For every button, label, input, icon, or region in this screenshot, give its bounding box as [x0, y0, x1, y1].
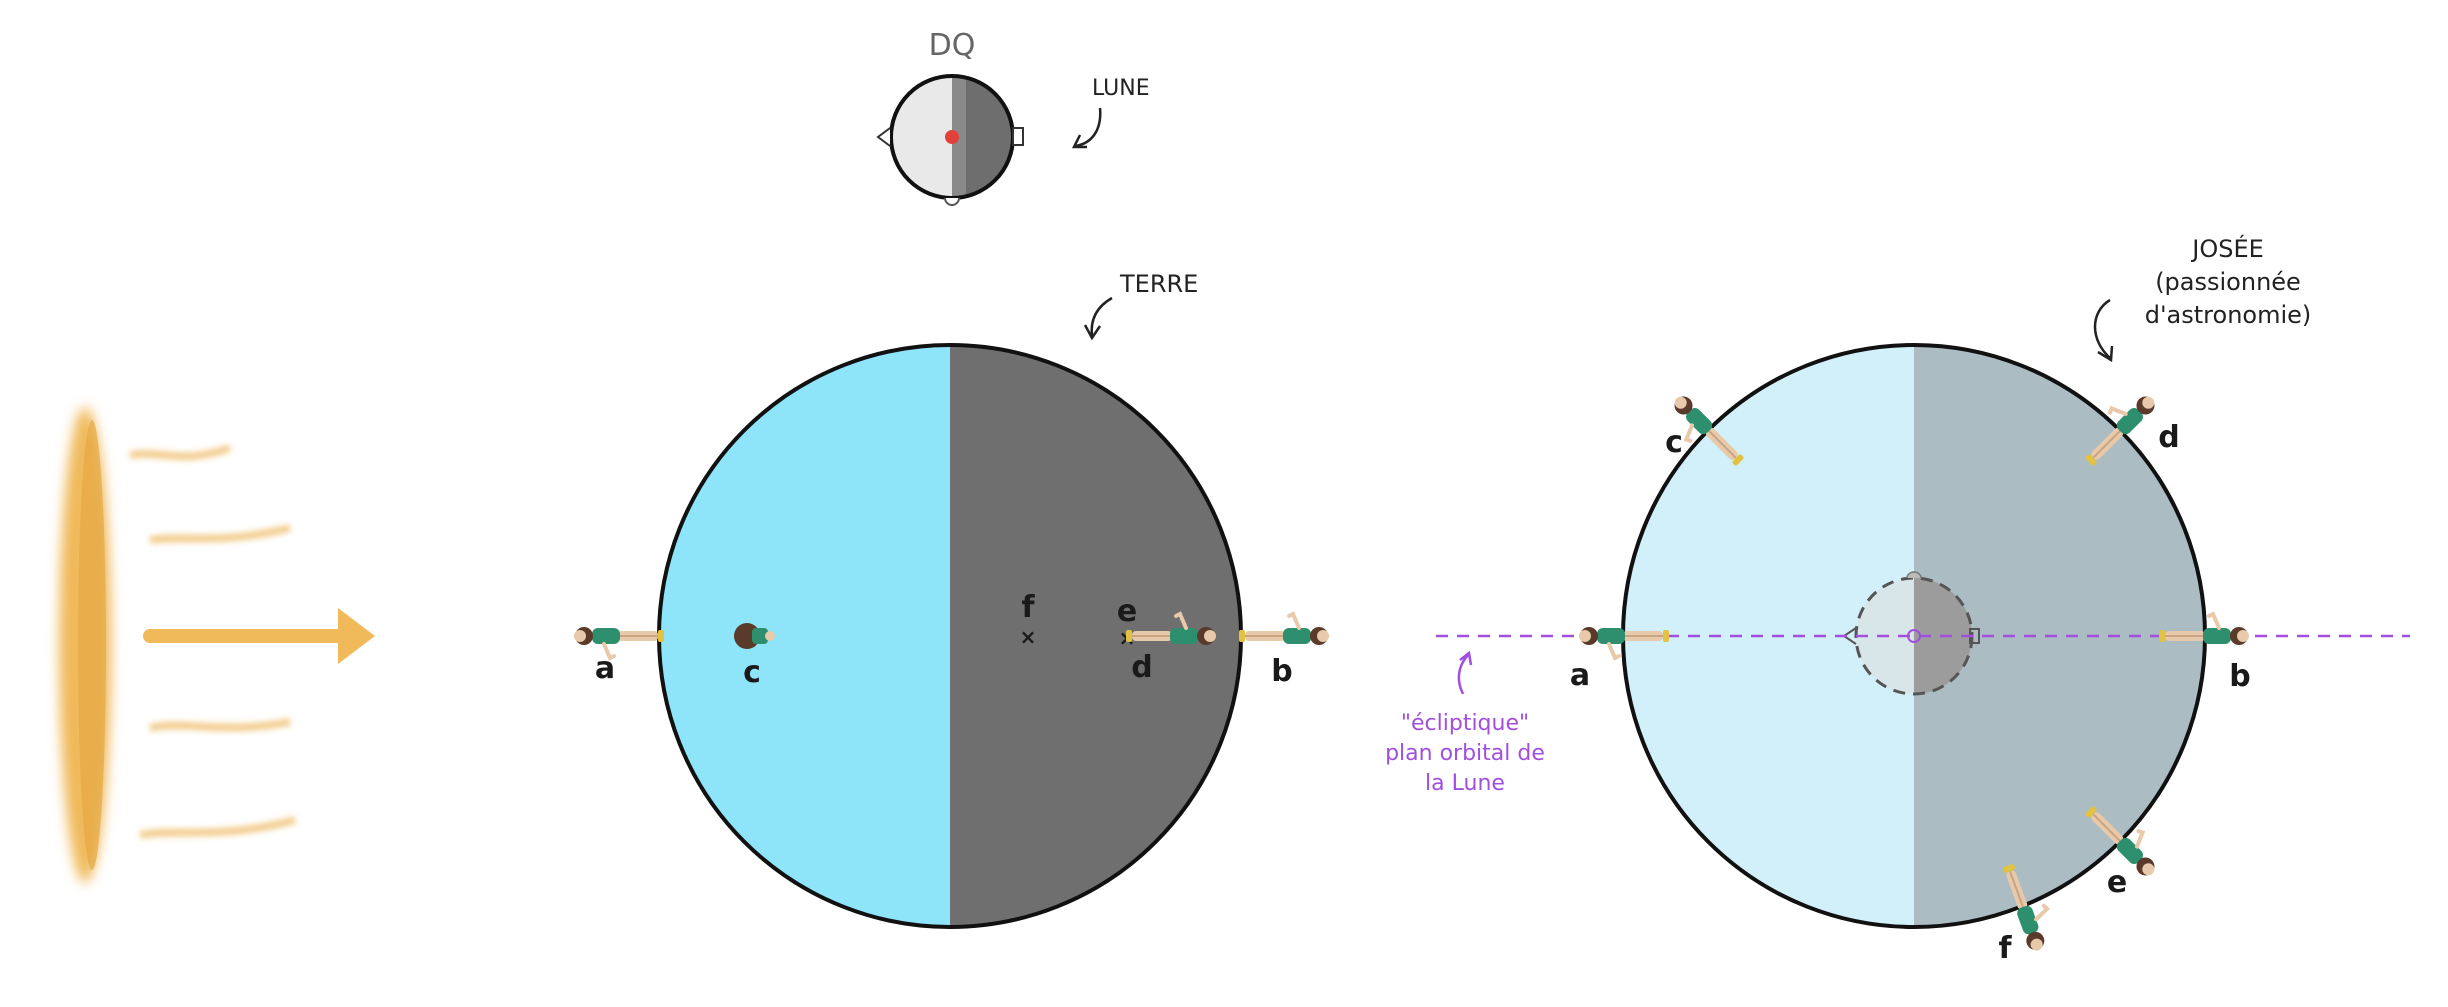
sun-ray-wave	[139, 816, 297, 839]
moon-square-marker	[1012, 127, 1024, 146]
moon-label-arrow	[1075, 107, 1102, 148]
ecliptic-label-arrow	[1457, 654, 1469, 695]
observer-label-c: c	[743, 655, 761, 690]
observer-label-f: f	[1021, 590, 1035, 625]
observer-label-b: b	[2229, 659, 2250, 694]
moon-center-dot	[945, 130, 959, 144]
observer-label-c: c	[1665, 425, 1683, 460]
observer-label-b: b	[1271, 654, 1292, 689]
observer-label-e: e	[2107, 865, 2127, 900]
observer-note-name: JOSÉE	[2190, 234, 2264, 263]
earth-panel: TERRE a c f × e × d b	[572, 270, 1331, 929]
observer-label-a: a	[1570, 658, 1590, 693]
observer-note-line1: (passionnée	[2155, 268, 2301, 296]
earth-label: TERRE	[1119, 270, 1198, 298]
observer-note-arrow	[2093, 298, 2111, 359]
moon-round-marker	[944, 197, 960, 206]
sunlight-arrow-head	[338, 608, 375, 664]
sun-ray-wave	[129, 444, 232, 461]
moon-label: LUNE	[1092, 76, 1150, 101]
sun	[59, 407, 375, 883]
observer-b-figure	[1237, 612, 1331, 647]
observer-label-e: e	[1117, 594, 1137, 629]
moon-phase-title: DQ	[929, 28, 976, 63]
observer-label-a: a	[595, 651, 615, 686]
earth-view-panel: "écliptique" plan orbital de la Lune JOS…	[1385, 234, 2410, 966]
moon-phase-panel: DQ LUNE	[876, 28, 1150, 206]
sun-ray-wave	[149, 718, 291, 732]
observer-f-marker: ×	[1020, 625, 1037, 649]
observer-label-d: d	[2158, 420, 2179, 455]
observer-c-figure	[734, 623, 775, 649]
observer-a-figure	[572, 625, 666, 660]
sun-ray-wave	[149, 524, 291, 544]
observer-label-f: f	[1998, 931, 2012, 966]
observer-note-line2: d'astronomie)	[2145, 301, 2312, 329]
observer-label-d: d	[1131, 650, 1152, 685]
ecliptic-label-line3: la Lune	[1425, 771, 1505, 796]
ecliptic-label-line2: plan orbital de	[1385, 741, 1545, 766]
ecliptic-label: "écliptique"	[1401, 711, 1529, 736]
moon-triangle-marker	[876, 127, 891, 147]
earth-day-side	[659, 345, 950, 927]
earth-label-arrow	[1090, 296, 1113, 337]
